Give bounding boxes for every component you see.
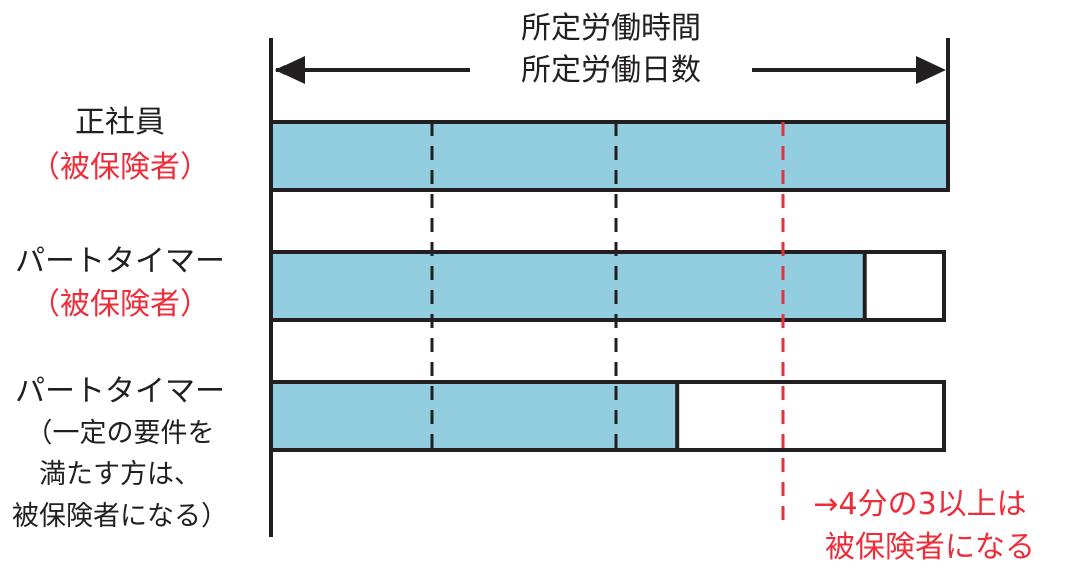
row3-note-3: 被保険者になる） <box>12 501 228 532</box>
header-hours: 所定労働時間 <box>521 11 701 46</box>
work-hours-bar-1 <box>269 120 950 192</box>
row3-label: パートタイマー <box>15 374 225 409</box>
work-hours-bar-2 <box>269 250 867 322</box>
row3-note-2: 満たす方は、 <box>39 459 201 490</box>
row3-note-1: （一定の要件を <box>25 418 215 449</box>
row2-label: パートタイマー <box>15 244 225 279</box>
left-arrowhead <box>275 56 305 84</box>
row1-label: 正社員 <box>75 105 165 140</box>
right-arrowhead <box>916 56 946 84</box>
row1-note: （被保険者） <box>30 150 210 185</box>
work-hours-bar-3 <box>269 380 680 452</box>
header-days: 所定労働日数 <box>521 53 701 88</box>
threshold-note-1: →4分の3以上は <box>813 487 1027 522</box>
threshold-note-2: 被保険者になる <box>825 530 1035 565</box>
row2-note: （被保険者） <box>30 287 210 322</box>
